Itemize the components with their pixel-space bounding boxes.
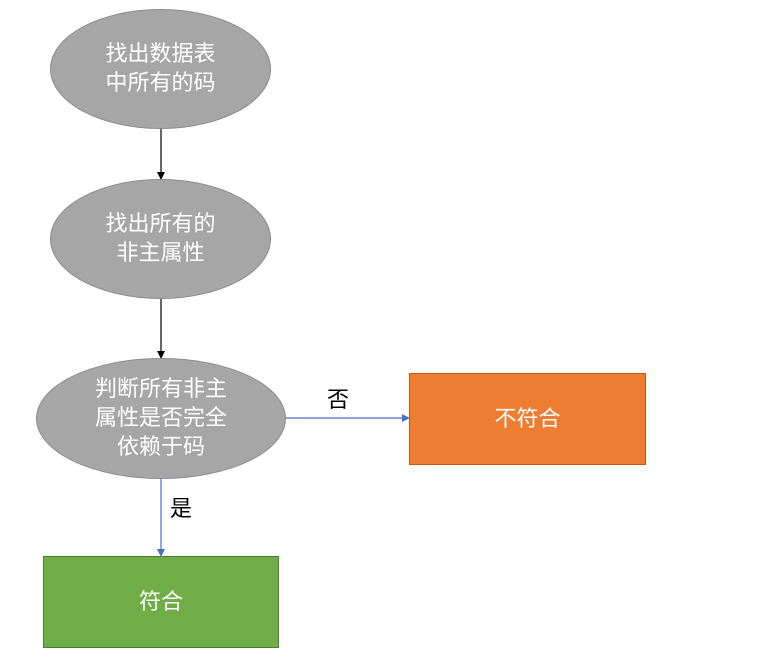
result-conform: 符合 [43, 556, 279, 648]
step-find-nonprime-attributes: 找出所有的 非主属性 [50, 179, 271, 299]
edge-label-yes: 是 [170, 497, 193, 522]
edge-label-no: 否 [327, 388, 350, 413]
result-not-conform: 不符合 [409, 373, 646, 465]
decision-full-dependency-label: 判断所有非主 属性是否完全 依赖于码 [94, 377, 227, 460]
result-not-conform-label: 不符合 [494, 406, 561, 432]
step-find-keys: 找出数据表 中所有的码 [50, 9, 271, 129]
step-find-keys-label: 找出数据表 中所有的码 [105, 42, 216, 96]
result-conform-label: 符合 [138, 589, 183, 615]
decision-full-dependency: 判断所有非主 属性是否完全 依赖于码 [36, 358, 286, 479]
step-find-nonprime-attributes-label: 找出所有的 非主属性 [105, 212, 216, 266]
